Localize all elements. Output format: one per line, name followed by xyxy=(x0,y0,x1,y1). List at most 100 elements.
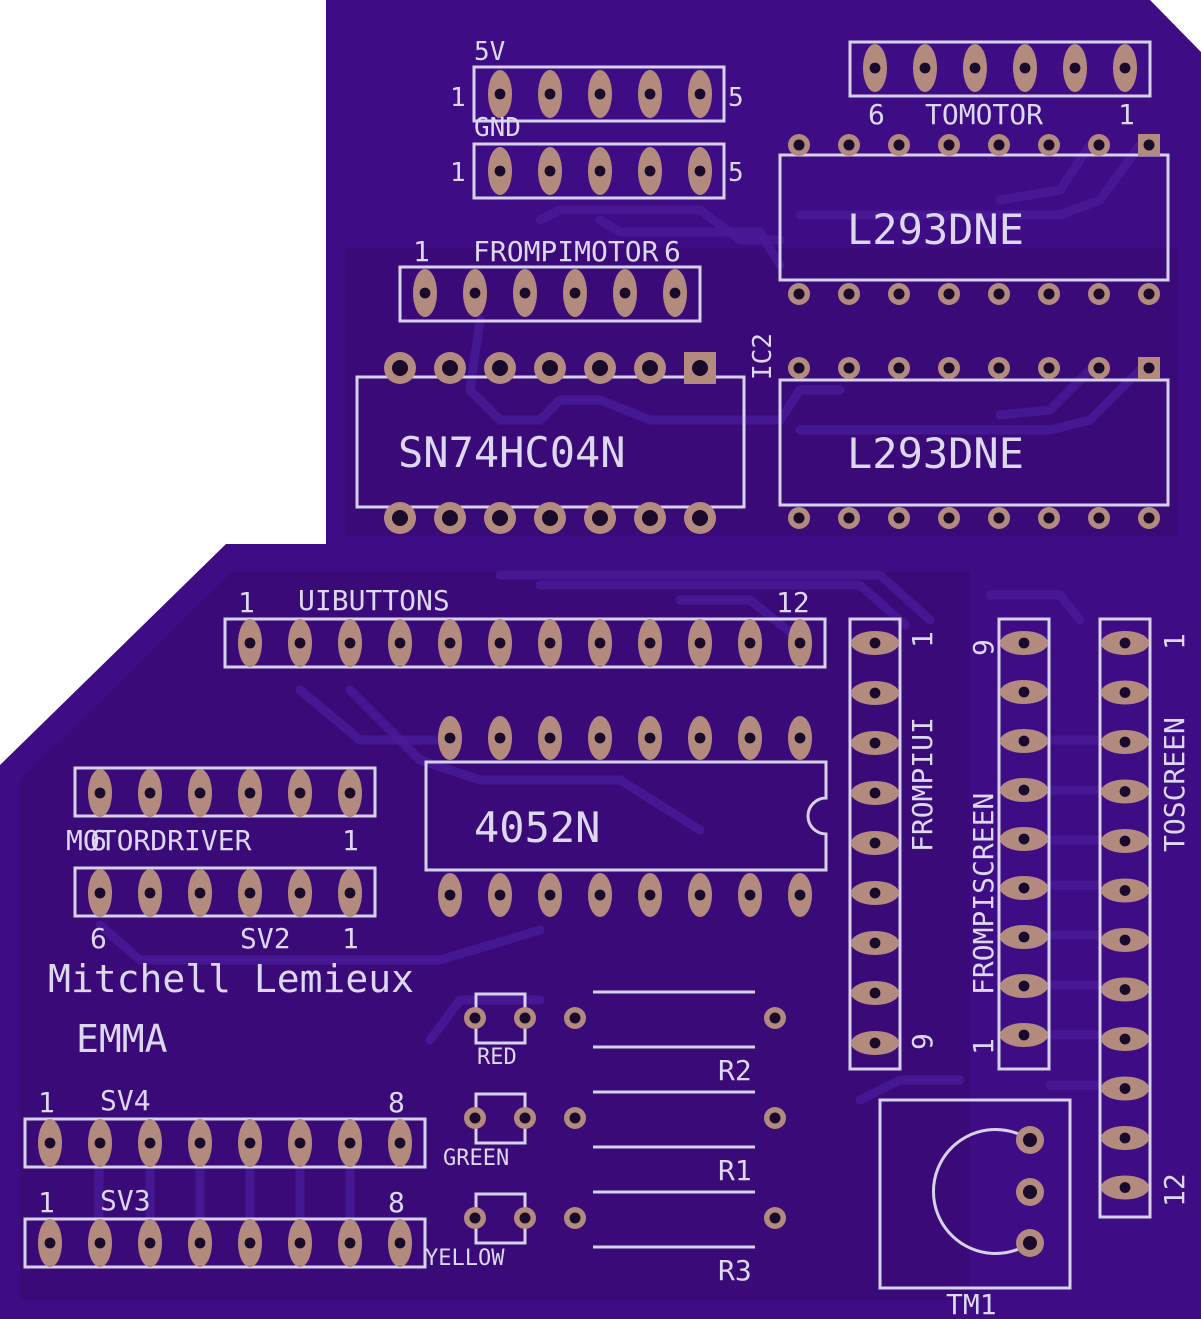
ic-sn74-bottom-row-pad-hole xyxy=(392,510,408,526)
header-5v-pad-hole xyxy=(594,88,606,100)
label-5v-right: 5 xyxy=(728,83,744,113)
resistor-r3-pad-hole xyxy=(769,1212,781,1224)
ic-l293-top-bottomrow-pad-hole xyxy=(793,288,805,300)
ic-4052-top-row-pad-hole xyxy=(494,732,506,744)
header-frompimotor-pad-hole xyxy=(669,287,681,299)
label-frompiui-top: 1 xyxy=(906,631,939,648)
ic-4052-top-row-pad-hole xyxy=(744,732,756,744)
ic-sn74-bottom-row-pad-hole xyxy=(542,510,558,526)
label-4052n: 4052N xyxy=(474,803,600,852)
header-uibuttons-pad-hole xyxy=(294,637,306,649)
label-r1: R1 xyxy=(718,1154,752,1187)
header-5v-pad-hole xyxy=(544,88,556,100)
label-l293-top: L293DNE xyxy=(847,205,1024,254)
header-sv3-pad-hole xyxy=(144,1237,156,1249)
header-uibuttons-pad-hole xyxy=(544,637,556,649)
ic-sn74-bottom-row-pad-hole xyxy=(592,510,608,526)
ic-l293-top-bottomrow-pad-hole xyxy=(943,288,955,300)
label-tm1: TM1 xyxy=(946,1288,997,1319)
label-frompimotor: FROMPIMOTOR xyxy=(473,235,659,268)
label-sv2-left: 6 xyxy=(90,922,107,955)
label-sv4-left: 1 xyxy=(38,1086,55,1119)
ic-4052-top-row-pad-hole xyxy=(794,732,806,744)
resistor-r3-pad-hole xyxy=(569,1212,581,1224)
ic2-l293-bottomrow-pad-hole xyxy=(1143,512,1155,524)
label-led-yellow: YELLOW xyxy=(425,1246,505,1271)
ic-4052-bottom-row-pad-hole xyxy=(494,889,506,901)
header-tomotor-pad-hole xyxy=(1119,62,1131,74)
header-frompiscreen-pad-hole xyxy=(1018,1029,1030,1041)
header-sv4-pad-hole xyxy=(244,1137,256,1149)
ic-4052-top-row-pad-hole xyxy=(594,732,606,744)
label-frompiui: FROMPIUI xyxy=(906,717,939,852)
header-frompiscreen-pad-hole xyxy=(1018,637,1030,649)
ic2-l293-bottomrow-pad-hole xyxy=(843,512,855,524)
ic-sn74-top-row-pad-hole xyxy=(492,360,508,376)
ic2-l293-top-row-pad-hole xyxy=(943,362,955,374)
label-l293-bottom: L293DNE xyxy=(847,429,1024,478)
label-frompimotor-right: 6 xyxy=(664,235,681,268)
label-sv4-right: 8 xyxy=(388,1086,405,1119)
header-toscreen-pad-hole xyxy=(1119,934,1131,946)
header-toscreen-pad-hole xyxy=(1119,1083,1131,1094)
header-toscreen-pad-hole xyxy=(1119,1182,1131,1193)
header-sv3-pad-hole xyxy=(44,1237,56,1249)
silkscreen-labels: 5V 1 5 GND 1 5 6 TOMOTOR 1 L293DNE L293D… xyxy=(38,37,1191,1319)
header-frompiscreen-pad-hole xyxy=(1018,784,1030,796)
header-frompiui-pad-hole xyxy=(869,737,881,749)
label-toscreen: TOSCREEN xyxy=(1158,717,1191,852)
header-gnd-pad-hole xyxy=(544,165,556,177)
label-tomotor-left: 6 xyxy=(868,98,885,131)
header-toscreen-pad-hole xyxy=(1119,984,1131,995)
label-toscreen-bottom: 12 xyxy=(1158,1173,1191,1207)
header-sv2-pad-hole xyxy=(94,887,106,899)
ic2-l293-top-row-pad-hole xyxy=(1043,362,1055,374)
ic-l293-top-bottomrow-pad-hole xyxy=(993,288,1005,300)
label-motordriver: MOTORDRIVER xyxy=(66,824,252,857)
header-sv2-pad-hole xyxy=(194,887,206,899)
led-green-pad-hole xyxy=(519,1112,531,1124)
header-sv2-pad-hole xyxy=(344,887,356,899)
ic-4052-top-row-pad-hole xyxy=(644,732,656,744)
ic2-l293-bottomrow-pad-hole xyxy=(943,512,955,524)
ic-sn74-top-row-pad-hole xyxy=(392,360,408,376)
label-tomotor: TOMOTOR xyxy=(925,98,1043,131)
header-sv3-pad-hole xyxy=(394,1237,406,1249)
header-gnd-pad-hole xyxy=(644,165,656,177)
header-uibuttons-pad-hole xyxy=(594,637,606,649)
header-5v-pad-hole xyxy=(694,88,706,100)
header-uibuttons-pad-hole xyxy=(444,637,456,649)
header-toscreen-pad-hole xyxy=(1119,885,1131,896)
header-sv2-pad-hole xyxy=(244,887,256,899)
header-sv4-pad-hole xyxy=(194,1137,206,1149)
led-red-pad-hole xyxy=(519,1012,531,1024)
header-gnd-pad-hole xyxy=(494,165,506,177)
header-tomotor-pad-hole xyxy=(869,62,881,74)
label-frompiscreen-bottom: 1 xyxy=(967,1038,1000,1055)
ic-4052-top-row-pad-hole xyxy=(694,732,706,744)
traces xyxy=(94,140,1145,1225)
header-toscreen-pad-hole xyxy=(1119,637,1131,649)
ic-l293-top-bottomrow-pad-hole xyxy=(843,288,855,300)
header-sv4-pad-hole xyxy=(44,1137,56,1149)
ic-l293-top-bottomrow-pad-hole xyxy=(1093,288,1105,300)
header-gnd-pad-hole xyxy=(694,165,706,177)
header-tomotor-pad-hole xyxy=(1019,62,1031,74)
header-frompimotor-pad-hole xyxy=(569,287,581,299)
ic-sn74-top-row-pad-hole xyxy=(592,360,608,376)
header-sv2-pad-hole xyxy=(144,887,156,899)
ic-sn74-top-row-pad-hole xyxy=(692,360,708,376)
header-motordriver-pad-hole xyxy=(94,787,106,799)
led-green-pad-hole xyxy=(469,1112,481,1124)
label-sn74hc04n: SN74HC04N xyxy=(398,428,626,477)
ic-sn74-bottom-row-pad-hole xyxy=(442,510,458,526)
header-uibuttons-pad-hole xyxy=(694,637,706,649)
ic2-l293-bottomrow-pad-hole xyxy=(993,512,1005,524)
header-frompiui-pad-hole xyxy=(869,887,881,899)
ic2-l293-top-row-pad-hole xyxy=(793,362,805,374)
ic-l293-top-row-pad-hole xyxy=(943,139,955,151)
header-tomotor-pad-hole xyxy=(919,62,931,74)
header-sv4-pad-hole xyxy=(144,1137,156,1149)
label-uibuttons: UIBUTTONS xyxy=(298,584,450,617)
led-yellow-pad-hole xyxy=(469,1212,481,1224)
